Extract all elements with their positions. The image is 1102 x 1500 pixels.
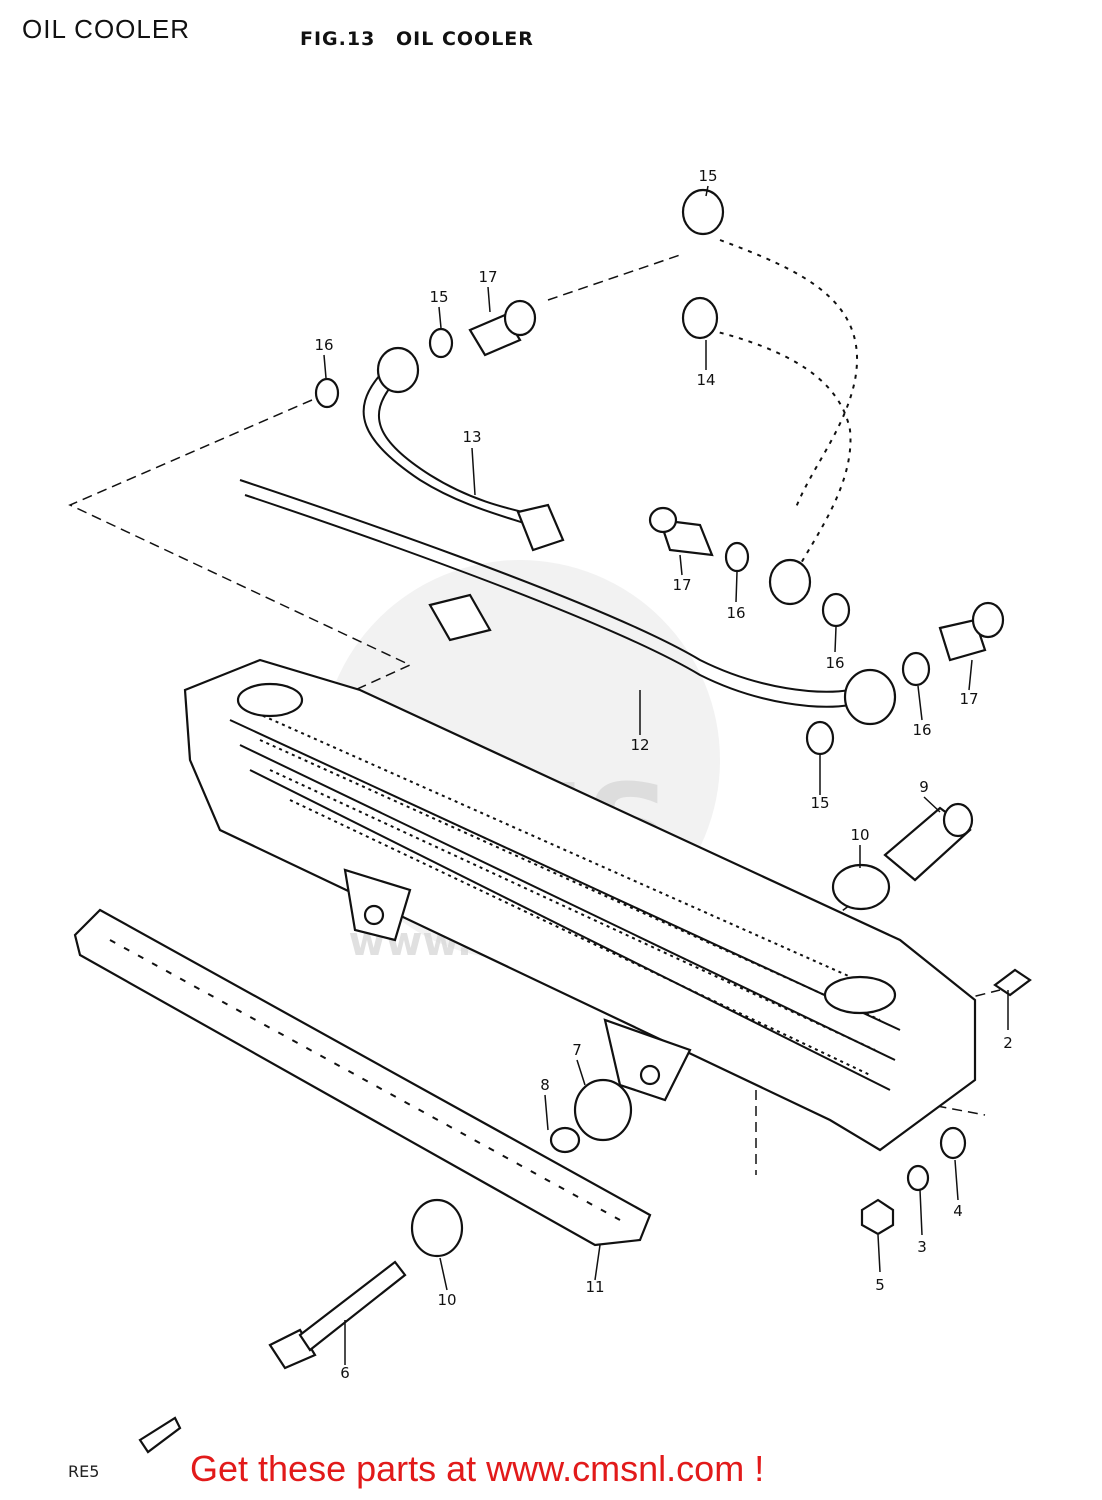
callout-label: 14 — [696, 371, 715, 389]
callout-label: 17 — [672, 576, 691, 594]
small-hardware — [268, 968, 1032, 1370]
callout-leaders — [323, 185, 1009, 1365]
callout-label: 17 — [959, 690, 978, 708]
callout-label: 16 — [726, 604, 745, 622]
front-arrow-icon — [138, 1416, 182, 1454]
callout-label: 2 — [1003, 1034, 1013, 1052]
callout-label: 3 — [917, 1238, 927, 1256]
corner-code: RE5 — [68, 1462, 100, 1481]
callout-label: 16 — [912, 721, 931, 739]
banjo-bolts — [468, 299, 1005, 662]
oil-pipe-13 — [362, 346, 565, 552]
callout-labels: 2 3 4 5 6 7 8 9 10 10 11 12 13 14 15 15 … — [314, 167, 1012, 1382]
callout-label: 5 — [875, 1276, 885, 1294]
oil-hoses — [681, 188, 858, 606]
callout-label: 10 — [437, 1291, 456, 1309]
callout-label: 7 — [572, 1041, 582, 1059]
callout-label: 4 — [953, 1202, 963, 1220]
oil-cooler-body — [183, 658, 977, 1152]
callout-label: 15 — [429, 288, 448, 306]
guard-plate — [73, 908, 652, 1247]
callout-label: 16 — [314, 336, 333, 354]
callout-label: 10 — [850, 826, 869, 844]
figure-number: FIG.13 — [300, 28, 376, 50]
callout-label: 6 — [340, 1364, 350, 1382]
callout-label: 8 — [540, 1076, 550, 1094]
callout-label: 9 — [919, 778, 929, 796]
collar-and-washer — [831, 802, 974, 911]
callout-label: 17 — [478, 268, 497, 286]
callout-label: 15 — [810, 794, 829, 812]
callout-label: 12 — [630, 736, 649, 754]
call-to-action-link[interactable]: Get these parts at www.cmsnl.com ! — [190, 1448, 765, 1489]
callout-label: 11 — [585, 1278, 604, 1296]
callout-label: 13 — [462, 428, 481, 446]
page-title: OIL COOLER — [22, 14, 190, 44]
callout-label: 15 — [698, 167, 717, 185]
callout-label: 16 — [825, 654, 844, 672]
figure-title: OIL COOLER — [396, 28, 534, 50]
oil-pipe-12 — [239, 479, 897, 726]
washers — [314, 327, 931, 756]
leader-lines — [68, 254, 1001, 1175]
